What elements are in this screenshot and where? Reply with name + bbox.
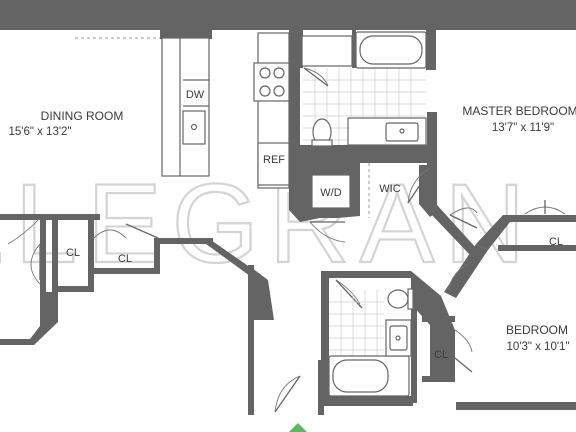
shower-stall	[301, 35, 353, 67]
refrigerator	[257, 142, 290, 186]
kitchen: DW REF	[75, 32, 290, 189]
bath-tiles-2	[329, 290, 384, 356]
bathtub	[355, 31, 427, 69]
closet-label-master: CL	[549, 236, 563, 248]
kitchen-sink	[182, 110, 206, 145]
dishwasher-label: DW	[186, 89, 205, 101]
door-swings	[7, 200, 566, 413]
dining-room-dims: 15'6" x 13'2"	[8, 126, 71, 138]
closet-label-left: CL	[66, 247, 80, 259]
master-bathroom	[301, 31, 427, 147]
bathroom-2	[328, 288, 414, 397]
washer-dryer	[311, 174, 351, 209]
master-bedroom-dims: 13'7" x 11'9"	[492, 122, 554, 134]
master-bedroom-name: MASTER BEDROOM	[462, 104, 576, 118]
refrigerator-label: REF	[263, 154, 285, 166]
wic-label: WIC	[379, 183, 400, 195]
washer-dryer-label: W/D	[320, 187, 341, 199]
closet-label-hall: CL	[118, 253, 132, 265]
cooktop	[253, 62, 290, 102]
dining-room-name: DINING ROOM	[41, 109, 124, 123]
bedroom-dims: 10'3" x 10'1"	[506, 341, 569, 353]
closet-label-bedroom: CL	[434, 349, 448, 361]
entry-arrow-icon	[289, 423, 307, 432]
kitchen-island	[161, 37, 210, 177]
bathtub-2	[328, 355, 410, 397]
bedroom-name: BEDROOM	[506, 323, 568, 337]
toilet-2	[387, 289, 409, 309]
